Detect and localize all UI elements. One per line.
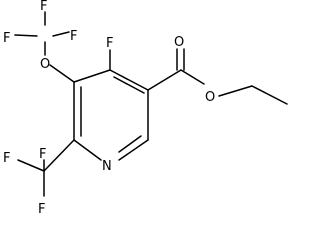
atom-f-left: F xyxy=(3,31,10,46)
atom-f-cf3-top: F xyxy=(39,147,46,162)
bond-f-left-c xyxy=(14,34,38,37)
bond-ring-c4-c5 xyxy=(109,69,149,91)
bond-c2-cf3 xyxy=(43,139,75,172)
bond-oester-ch2 xyxy=(218,85,253,97)
bond-carbonyl-oester xyxy=(180,69,205,85)
bond-ring-c3-c4 xyxy=(73,69,111,83)
bond-f-right-c xyxy=(52,31,70,37)
structure-svg: F F F O F O O N F F F xyxy=(3,0,288,217)
molecule-diagram: F F F O F O O N F F F xyxy=(3,0,288,217)
bond-ring-c6-n xyxy=(118,139,149,161)
atom-f-cf3-left: F xyxy=(3,151,10,166)
atom-o-ester: O xyxy=(205,90,215,105)
atom-f-top: F xyxy=(40,0,47,14)
bond-cf3-fleft xyxy=(17,159,45,172)
atom-f-ring: F xyxy=(106,36,113,51)
atom-labels: F F F O F O O N F F F xyxy=(3,0,215,217)
bond-ring-c4-c5-double xyxy=(113,76,145,94)
bond-ch2-ch3 xyxy=(251,85,288,105)
atom-o-carbonyl: O xyxy=(174,35,184,50)
bond-ring-c6-n-double xyxy=(118,135,142,153)
bond-ring-n-c2 xyxy=(73,139,102,161)
atom-f-cf3-bottom: F xyxy=(38,202,45,217)
atom-f-right: F xyxy=(70,29,77,44)
atom-n-ring: N xyxy=(102,159,112,174)
bond-oether-ring xyxy=(49,64,75,83)
bond-c5-carbonyl xyxy=(147,69,182,91)
bonds xyxy=(14,11,288,197)
atom-o-ether: O xyxy=(40,57,50,72)
